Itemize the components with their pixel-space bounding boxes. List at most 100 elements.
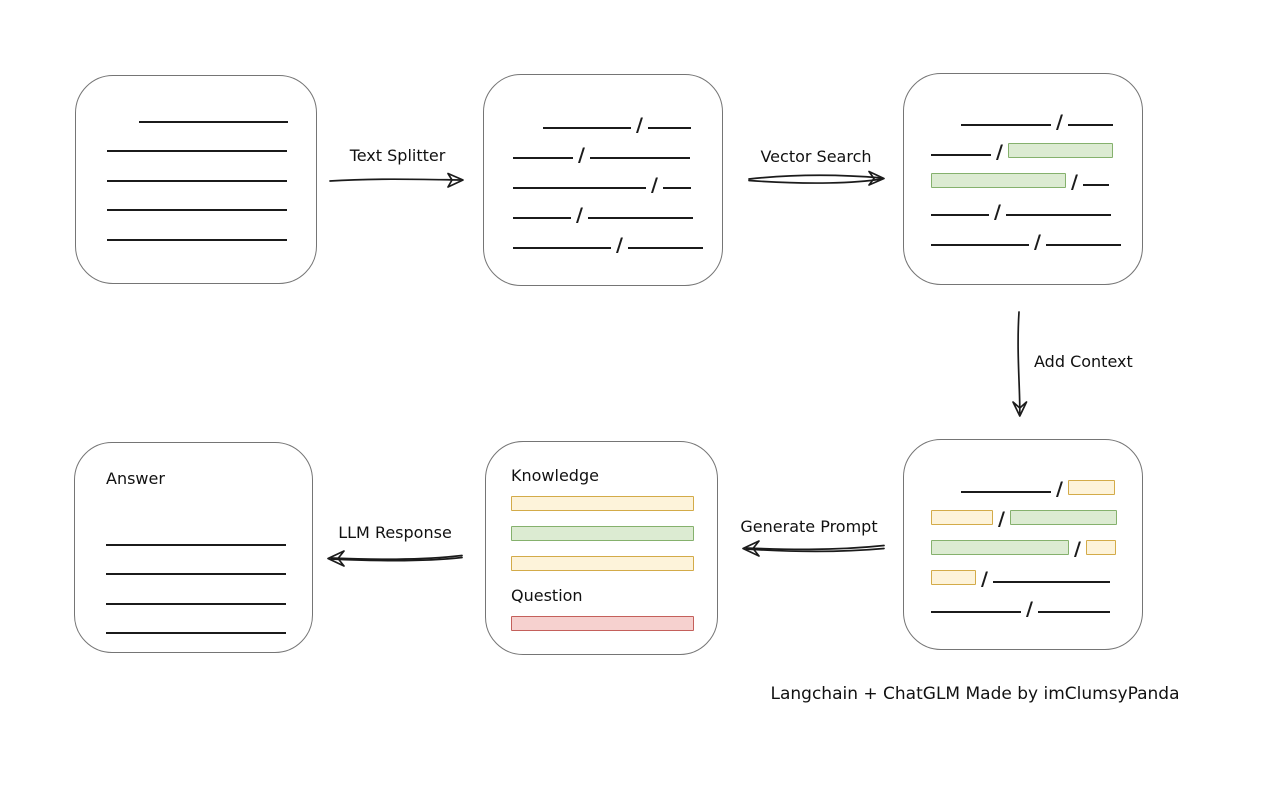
slash-separator: /: [576, 204, 583, 226]
slash-separator: /: [616, 234, 623, 256]
vector-search-label: Vector Search: [760, 147, 872, 166]
text-row: /: [931, 126, 1142, 163]
text-row: /: [513, 189, 722, 226]
text-line: [587, 217, 693, 219]
green-highlight-chip: [931, 173, 1066, 188]
knowledge-bars: [511, 496, 717, 571]
text-row: /: [931, 186, 1142, 223]
green-highlight-chip: [1009, 510, 1117, 525]
slash-separator: /: [1071, 171, 1078, 193]
text-row: [107, 123, 316, 152]
text-line: [992, 581, 1110, 583]
text-row: /: [931, 553, 1142, 590]
llm-response-arrow: [327, 550, 463, 567]
answer-box: Answer: [74, 442, 313, 653]
add-context-arrow: [1012, 311, 1028, 417]
text-line: [107, 150, 287, 152]
yellow-bar: [511, 556, 694, 571]
slash-separator: /: [1074, 538, 1081, 560]
text-line: [1005, 214, 1111, 216]
text-line: [106, 632, 286, 634]
text-row: /: [513, 99, 722, 136]
slash-separator: /: [994, 201, 1001, 223]
document-box: [75, 75, 317, 284]
text-line: [1045, 244, 1121, 246]
text-row: /: [931, 216, 1142, 253]
text-row: [106, 605, 312, 634]
slash-separator: /: [998, 508, 1005, 530]
text-line: [513, 217, 571, 219]
question-bars: [511, 616, 717, 631]
split-chunks-box: / / / / /: [483, 74, 723, 286]
text-row: /: [513, 159, 722, 196]
yellow-highlight-chip: [931, 570, 976, 585]
text-line: [106, 573, 286, 575]
slash-separator: /: [981, 568, 988, 590]
green-bar: [511, 526, 694, 541]
yellow-highlight-chip: [1085, 540, 1116, 555]
add-context-label: Add Context: [1034, 352, 1133, 371]
slash-separator: /: [636, 114, 643, 136]
text-row: [107, 152, 316, 182]
text-line: [106, 543, 286, 546]
generate-prompt-arrow: [742, 540, 885, 557]
text-line: [513, 247, 611, 249]
knowledge-label: Knowledge: [511, 466, 599, 485]
text-line: [543, 127, 631, 129]
text-line: [106, 602, 286, 605]
text-row: /: [931, 493, 1142, 530]
slash-separator: /: [1056, 111, 1063, 133]
text-line: [1037, 611, 1110, 613]
llm-response-label: LLM Response: [338, 523, 452, 542]
yellow-bar: [511, 496, 694, 511]
text-row: [107, 182, 316, 211]
text-line: [961, 491, 1051, 493]
text-line: [1067, 124, 1113, 126]
text-splitter-label: Text Splitter: [349, 146, 446, 165]
text-line: [931, 214, 989, 216]
text-row: [107, 93, 316, 123]
diagram-caption: Langchain + ChatGLM Made by imClumsyPand…: [770, 684, 1180, 704]
text-row: /: [931, 463, 1142, 500]
text-row: [107, 211, 316, 241]
text-line: [589, 157, 690, 159]
context-chunks-box: / / / / /: [903, 439, 1143, 650]
generate-prompt-label: Generate Prompt: [740, 517, 878, 536]
text-line: [107, 238, 287, 241]
slash-separator: /: [996, 141, 1003, 163]
text-row: /: [931, 583, 1142, 620]
text-line: [1082, 184, 1109, 186]
red-bar: [511, 616, 694, 631]
text-row: [106, 575, 312, 605]
text-line: [139, 120, 288, 123]
green-highlight-chip: [1007, 143, 1113, 158]
text-line: [107, 209, 287, 211]
text-row: /: [513, 219, 722, 256]
text-row: /: [931, 156, 1142, 193]
text-row: [106, 546, 312, 575]
answer-label: Answer: [106, 469, 165, 488]
slash-separator: /: [651, 174, 658, 196]
yellow-highlight-chip: [931, 510, 993, 525]
slash-separator: /: [578, 144, 585, 166]
text-line: [662, 187, 691, 189]
text-row: /: [931, 523, 1142, 560]
text-splitter-arrow: [329, 172, 464, 188]
prompt-box: Knowledge Question: [485, 441, 718, 655]
slash-separator: /: [1034, 231, 1041, 253]
slash-separator: /: [1056, 478, 1063, 500]
text-row: /: [931, 96, 1142, 133]
text-line: [107, 179, 287, 182]
yellow-highlight-chip: [1067, 480, 1115, 495]
text-line: [513, 157, 573, 159]
text-line: [931, 244, 1029, 246]
text-line: [931, 611, 1021, 613]
text-line: [931, 154, 991, 156]
vector-matched-chunks-box: / / / / /: [903, 73, 1143, 285]
text-row: [106, 516, 312, 546]
text-line: [647, 127, 691, 129]
text-line: [513, 187, 646, 189]
slash-separator: /: [1026, 598, 1033, 620]
question-label: Question: [511, 586, 583, 605]
